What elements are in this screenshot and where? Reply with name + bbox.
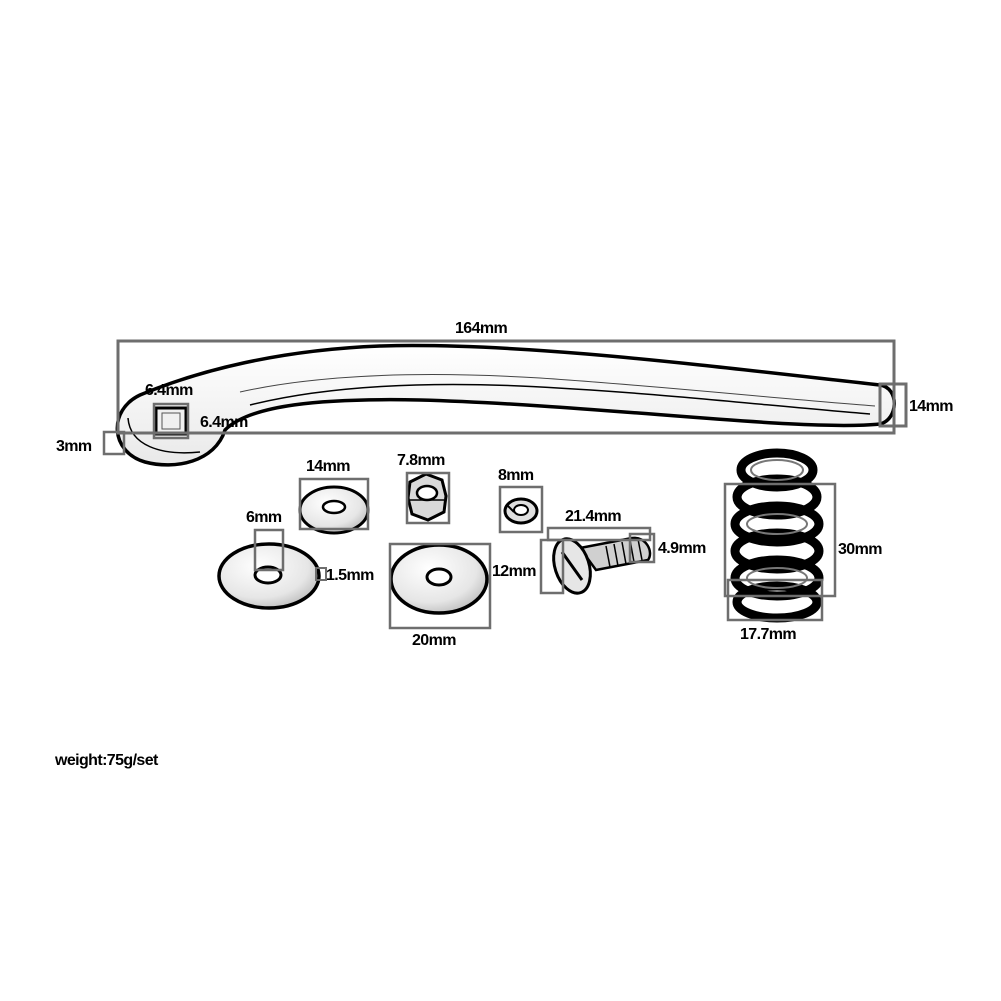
large-washer-hole-box xyxy=(253,528,285,572)
spring-washer-box xyxy=(498,485,544,534)
coil-spring xyxy=(730,448,824,623)
lever-tip-box xyxy=(878,382,908,428)
lever-thickness-box xyxy=(102,430,126,456)
spring-washer xyxy=(503,497,539,525)
spring-dia-box xyxy=(726,578,824,622)
spring-length-label: 30mm xyxy=(838,541,882,558)
large-washer-dia-box xyxy=(388,542,492,630)
lever-length-box xyxy=(116,339,896,435)
nut xyxy=(406,472,448,522)
bolt-thread-dia-label: 4.9mm xyxy=(658,540,706,557)
lever-thickness-label: 3mm xyxy=(56,438,92,455)
small-washer-box xyxy=(298,477,370,531)
square-hole-width-label: 6.4mm xyxy=(200,414,248,431)
spring-dia-label: 17.7mm xyxy=(740,626,797,643)
bolt-thread-box xyxy=(628,532,656,564)
nut-size-label: 7.8mm xyxy=(397,452,445,469)
square-hole-height-label: 6.4mm xyxy=(145,382,193,399)
large-washer-dia-label: 20mm xyxy=(412,632,456,649)
small-washer xyxy=(298,485,370,535)
bolt-length-label: 21.4mm xyxy=(565,508,622,525)
spring-length-box xyxy=(723,482,837,598)
brake-lever xyxy=(115,343,896,467)
large-washer-left xyxy=(217,542,321,610)
large-washer-right xyxy=(389,543,489,615)
lever-length-label: 164mm xyxy=(455,320,508,337)
large-washer-thickness-label: 1.5mm xyxy=(326,567,374,584)
large-washer-thickness-box xyxy=(315,567,327,581)
bolt-head-dia-label: 12mm xyxy=(492,563,536,580)
spring-washer-size-label: 8mm xyxy=(498,467,534,484)
nut-box xyxy=(405,471,451,525)
bolt-head-box xyxy=(539,538,565,595)
large-washer-hole-label: 6mm xyxy=(246,509,282,526)
small-washer-dia-label: 14mm xyxy=(306,458,350,475)
weight-label: weight:75g/set xyxy=(55,752,158,769)
square-hole-box xyxy=(152,402,190,440)
lever-tip-width-label: 14mm xyxy=(909,398,953,415)
